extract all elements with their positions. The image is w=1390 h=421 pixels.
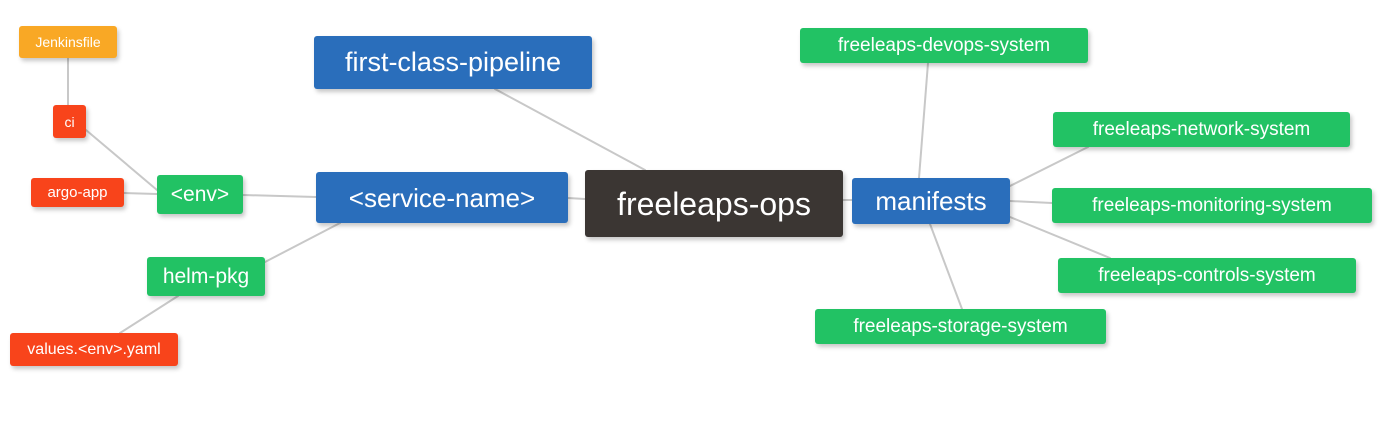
mindmap-node-label: argo-app [47,184,108,201]
mindmap-node-label: <env> [170,183,230,206]
mindmap-node-label: freeleaps-controls-system [1098,265,1316,286]
mindmap-node-label: ci [64,113,75,130]
mindmap-node-freeleaps-network-system[interactable]: freeleaps-network-system [1053,112,1350,147]
edge-first-class-pipeline-to-freeleaps-ops [494,88,646,171]
mindmap-node-helm-pkg[interactable]: helm-pkg [147,257,265,296]
mindmap-node-label: freeleaps-storage-system [853,316,1068,337]
mindmap-node-label: Jenkinsfile [35,34,101,50]
edge-manifests-to-freeleaps-devops-system [918,62,929,179]
edge-helm-pkg-to-values-env-yaml [119,295,179,334]
mindmap-node-label: manifests [875,186,987,216]
mindmap-node-env[interactable]: <env> [157,175,243,214]
mindmap-node-freeleaps-ops[interactable]: freeleaps-ops [585,170,843,237]
edge-service-name-to-helm-pkg [264,222,341,263]
mindmap-node-label: freeleaps-monitoring-system [1092,195,1332,216]
mindmap-node-label: freeleaps-devops-system [837,35,1051,56]
mindmap-node-freeleaps-controls-system[interactable]: freeleaps-controls-system [1058,258,1356,293]
mindmap-node-label: freeleaps-network-system [1092,119,1311,140]
mindmap-node-service-name[interactable]: <service-name> [316,172,568,223]
mindmap-node-label: first-class-pipeline [344,47,562,77]
mindmap-node-manifests[interactable]: manifests [852,178,1010,224]
edge-service-name-to-freeleaps-ops [567,197,586,200]
mindmap-node-freeleaps-devops-system[interactable]: freeleaps-devops-system [800,28,1088,63]
mindmap-node-label: helm-pkg [162,265,250,288]
mindmap-node-label: values.<env>.yaml [27,340,161,358]
mindmap-node-argo-app[interactable]: argo-app [31,178,124,207]
edge-manifests-to-freeleaps-controls-system [1009,216,1111,259]
mindmap-node-freeleaps-monitoring-system[interactable]: freeleaps-monitoring-system [1052,188,1372,223]
edge-manifests-to-freeleaps-monitoring-system [1009,200,1053,204]
mindmap-node-ci[interactable]: ci [53,105,86,138]
edge-manifests-to-freeleaps-storage-system [929,223,963,310]
mindmap-node-first-class-pipeline[interactable]: first-class-pipeline [314,36,592,89]
mindmap-node-label: <service-name> [348,182,536,213]
mindmap-node-values-env-yaml[interactable]: values.<env>.yaml [10,333,178,366]
edge-manifests-to-freeleaps-network-system [1009,146,1089,187]
mindmap-node-jenkinsfile[interactable]: Jenkinsfile [19,26,117,58]
mindmap-node-label: freeleaps-ops [617,185,811,222]
edge-env-to-service-name [242,194,317,198]
mindmap-node-freeleaps-storage-system[interactable]: freeleaps-storage-system [815,309,1106,344]
edge-argo-app-to-env [123,192,158,195]
